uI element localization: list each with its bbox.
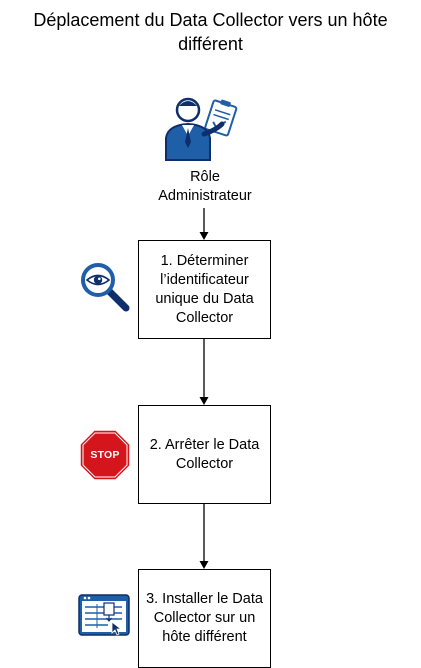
- step-2-box: 2. Arrêter le Data Collector: [138, 405, 271, 504]
- step-1-text: 1. Déterminer l’identificateur unique du…: [155, 252, 254, 326]
- role-label: Rôle Administrateur: [120, 168, 290, 206]
- magnifier-eye-icon: [78, 260, 132, 314]
- arrow-to-step-1: [198, 208, 210, 240]
- installer-window-icon: [78, 592, 132, 638]
- diagram-title: Déplacement du Data Collector vers un hô…: [0, 8, 421, 56]
- title-line-1: Déplacement du Data Collector vers un hô…: [33, 10, 388, 30]
- administrator-role-icon: [158, 94, 252, 162]
- title-line-2: différent: [178, 34, 243, 54]
- role-label-line-1: Rôle: [190, 169, 220, 185]
- stop-sign-icon: STOP: [79, 429, 131, 481]
- step-3-text: 3. Installer le Data Collector sur un hô…: [146, 591, 263, 645]
- step-3-box: 3. Installer le Data Collector sur un hô…: [138, 569, 271, 668]
- step-1-box: 1. Déterminer l’identificateur unique du…: [138, 240, 271, 339]
- step-2-text: 2. Arrêter le Data Collector: [149, 436, 260, 472]
- stop-sign-label: STOP: [90, 449, 120, 461]
- arrow-to-step-2: [198, 339, 210, 405]
- arrow-to-step-3: [198, 504, 210, 569]
- role-label-line-2: Administrateur: [158, 188, 252, 204]
